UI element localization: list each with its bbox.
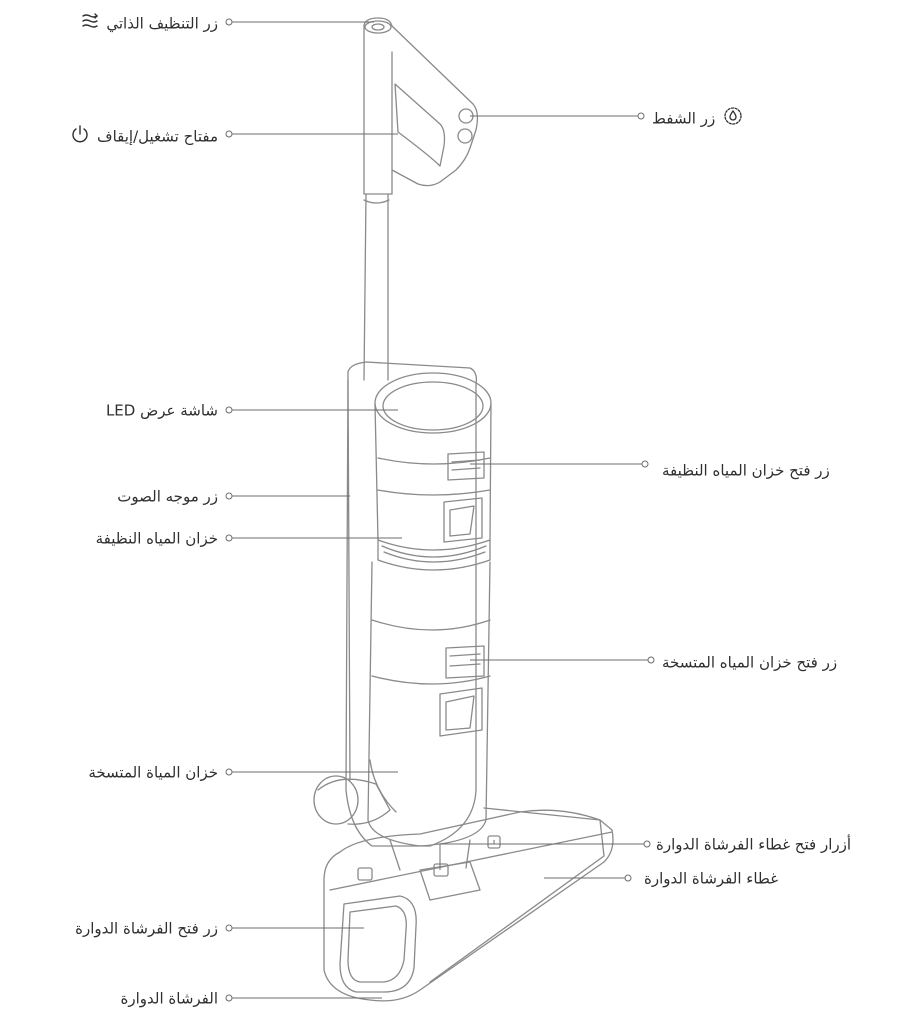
dirty-tank-release-label: زر فتح خزان المياه المتسخة bbox=[662, 653, 838, 672]
dirty-latch-shape bbox=[445, 645, 485, 679]
floor-head bbox=[323, 809, 614, 1002]
cover-release-buttons bbox=[487, 835, 501, 849]
label-dirty-tank: خزان المياة المتسخة bbox=[88, 762, 218, 783]
brush-cover-release-label: أزرار فتح غطاء الفرشاة الدوارة bbox=[656, 835, 852, 854]
label-brush-cover-release: أزرار فتح غطاء الفرشاة الدوارة bbox=[656, 834, 851, 855]
power-icon bbox=[70, 124, 90, 149]
label-clean-tank: خزان المياه النظيفة bbox=[96, 528, 218, 549]
self-clean-label: زر التنظيف الذاتي bbox=[106, 14, 218, 33]
label-power-switch: مفتاح تشغيل/إيقاف bbox=[68, 124, 218, 149]
dirty-tank-shape bbox=[367, 561, 491, 847]
brush-release-shape bbox=[357, 867, 373, 881]
label-dirty-tank-release: زر فتح خزان المياه المتسخة bbox=[662, 652, 837, 673]
label-voice-button: زر موجه الصوت bbox=[117, 486, 218, 507]
clean-latch-shape bbox=[447, 451, 485, 481]
label-clean-tank-release: زر فتح خزان المياه النظيفة bbox=[662, 460, 830, 481]
handle-cutout bbox=[394, 83, 446, 167]
label-roller-brush: الفرشاة الدوارة bbox=[121, 988, 219, 1009]
handle-grip bbox=[363, 17, 479, 195]
leader-lines bbox=[225, 18, 655, 1002]
vacuum-illustration bbox=[313, 17, 614, 1002]
roller-brush-label: الفرشاة الدوارة bbox=[120, 989, 219, 1008]
led-display-label: شاشة عرض LED bbox=[105, 401, 218, 420]
clean-tank-label: خزان المياه النظيفة bbox=[95, 529, 218, 548]
clean-tank-release-label: زر فتح خزان المياه النظيفة bbox=[662, 461, 830, 480]
voice-button-label: زر موجه الصوت bbox=[117, 487, 218, 506]
label-brush-cover: غطاء الفرشاة الدوارة bbox=[644, 868, 778, 889]
roller-window bbox=[339, 895, 417, 993]
label-brush-release: زر فتح الفرشاة الدوارة bbox=[75, 918, 218, 939]
brush-cover-label: غطاء الفرشاة الدوارة bbox=[644, 869, 779, 888]
brush-cover-shape bbox=[429, 807, 605, 983]
label-self-clean-button: زر التنظيف الذاتي bbox=[78, 12, 218, 35]
rod bbox=[363, 193, 389, 381]
ring bbox=[377, 539, 491, 571]
back-body bbox=[345, 361, 478, 847]
power-switch-label: مفتاح تشغيل/إيقاف bbox=[97, 127, 218, 146]
label-suction-button: زر الشفط bbox=[652, 106, 746, 131]
suction-button-label: زر الشفط bbox=[652, 109, 716, 128]
label-led-display: شاشة عرض LED bbox=[106, 400, 218, 421]
side-wheel bbox=[313, 775, 359, 825]
clean-tank-shape bbox=[374, 403, 492, 551]
self-clean-icon bbox=[80, 12, 100, 35]
handle-top-cap bbox=[364, 20, 392, 34]
brush-release-label: زر فتح الفرشاة الدوارة bbox=[75, 919, 218, 938]
led-display-shape bbox=[374, 372, 492, 434]
power-button-shape bbox=[457, 128, 473, 144]
dirty-tank-label: خزان المياة المتسخة bbox=[88, 763, 218, 782]
suction-drop-icon bbox=[722, 106, 744, 131]
